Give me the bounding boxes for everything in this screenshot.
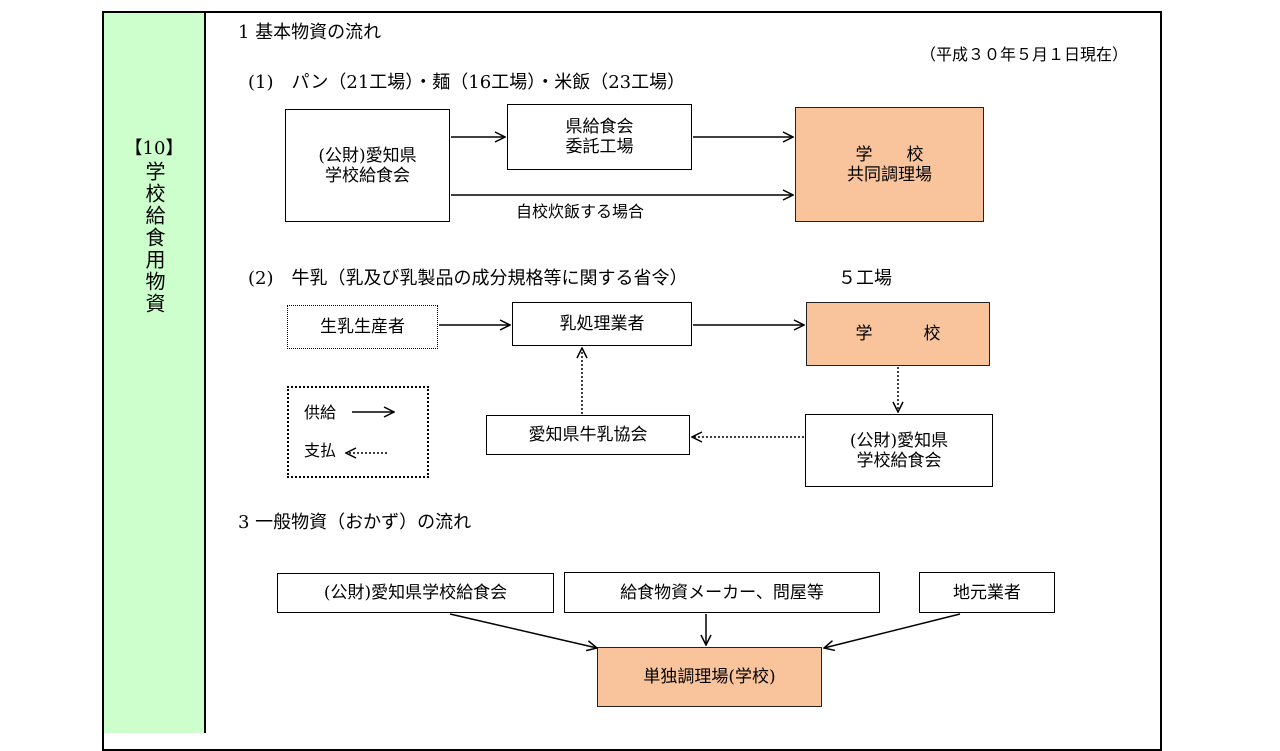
sub1-source-text: (公財)愛知県 学校給食会 <box>318 145 417 186</box>
sub1-middle-box: 県給食会 委託工場 <box>507 104 692 170</box>
flow-legend <box>287 386 429 478</box>
general-local-box: 地元業者 <box>919 572 1055 613</box>
general-foundation-text: (公財)愛知県学校給食会 <box>323 583 508 603</box>
sub1-school-text: 学 校 共同調理場 <box>847 144 932 185</box>
section3-heading: 3 一般物資（おかず）の流れ <box>238 512 472 533</box>
sidebar: 【10】 学校給食用物資 <box>104 13 206 733</box>
arrow-local-to-target <box>824 613 961 648</box>
legend-payment-label: 支払 <box>304 441 337 460</box>
section1-heading: 1 基本物資の流れ <box>238 22 382 43</box>
general-makers-text: 給食物資メーカー、問屋等 <box>620 582 824 603</box>
milk-association-text: 愛知県牛乳協会 <box>528 425 648 445</box>
general-target-box: 単独調理場(学校) <box>597 647 822 707</box>
milk-producer-text: 生乳生産者 <box>320 317 405 337</box>
general-target-text: 単独調理場(学校) <box>643 667 776 687</box>
sub1-source-box: (公財)愛知県 学校給食会 <box>285 109 450 222</box>
general-local-text: 地元業者 <box>953 582 1021 603</box>
legend-supply-label: 供給 <box>304 403 337 422</box>
general-makers-box: 給食物資メーカー、問屋等 <box>564 572 880 613</box>
milk-foundation-box: (公財)愛知県 学校給食会 <box>805 414 993 487</box>
general-foundation-box: (公財)愛知県学校給食会 <box>277 573 554 613</box>
sub1-middle-text: 県給食会 委託工場 <box>565 117 634 157</box>
date-note: （平成３０年５月１日現在） <box>920 45 1129 64</box>
sub2-factory-count: ５工場 <box>838 268 892 289</box>
section-number-label: 【10】 <box>124 138 184 159</box>
milk-school-text: 学 校 <box>855 324 941 344</box>
arrow-foundation-to-target <box>449 613 597 648</box>
sub1-bottom-arrow-label: 自校炊飯する場合 <box>516 202 645 221</box>
milk-association-box: 愛知県牛乳協会 <box>486 415 690 455</box>
sub2-heading: (2) 牛乳（乳及び乳製品の成分規格等に関する省令） <box>248 268 688 289</box>
sidebar-title: 学校給食用物資 <box>142 161 166 315</box>
sub1-school-box: 学 校 共同調理場 <box>795 107 984 222</box>
milk-school-box: 学 校 <box>806 302 990 366</box>
milk-processor-box: 乳処理業者 <box>512 302 692 346</box>
flow-arrows <box>0 0 961 720</box>
sub1-heading: (1) パン（21工場）・麺（16工場）・米飯（23工場） <box>248 72 686 93</box>
milk-processor-text: 乳処理業者 <box>559 314 645 334</box>
milk-producer-box: 生乳生産者 <box>287 305 438 349</box>
milk-foundation-text: (公財)愛知県 学校給食会 <box>849 430 949 471</box>
